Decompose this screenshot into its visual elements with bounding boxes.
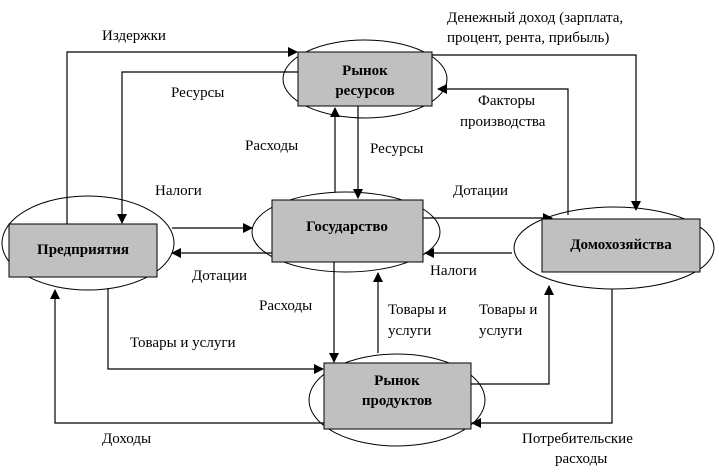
goods-to-gov-label-2: услуги (388, 323, 431, 339)
resource-market-label-2: ресурсов (335, 83, 394, 99)
resources-to-firms-arrow (117, 71, 298, 224)
goods-from-firms-label: Товары и услуги (130, 335, 236, 351)
money-income-label-2: процент, рента, прибыль) (447, 30, 609, 46)
product-market-label-2: продуктов (362, 393, 432, 409)
goods-from-firms-arrow (107, 288, 324, 374)
costs-arrow (66, 47, 298, 228)
subsidies-households-label: Дотации (453, 183, 508, 199)
goods-to-households-label-1: Товары и (479, 302, 537, 318)
gov-spending-products-label: Расходы (259, 298, 312, 314)
goods-to-households-arrow (471, 285, 554, 385)
households-label: Домохозяйства (570, 237, 672, 253)
revenue-label: Доходы (102, 431, 151, 447)
taxes-firms-label: Налоги (155, 183, 202, 199)
money-income-arrow (432, 54, 641, 211)
factors-arrow (437, 84, 569, 215)
subsidies-firms-label: Дотации (192, 268, 247, 284)
factors-label-1: Факторы (478, 93, 535, 109)
costs-label: Издержки (102, 28, 166, 44)
node-product-market: Рынок продуктов (323, 362, 472, 430)
resources-to-gov-label: Ресурсы (370, 141, 423, 157)
product-market-label-1: Рынок (374, 373, 420, 389)
consumer-spending-arrow (471, 289, 613, 428)
goods-to-households-label-2: услуги (479, 323, 522, 339)
node-enterprises: Предприятия (8, 223, 158, 278)
resources-to-firms-label: Ресурсы (171, 85, 224, 101)
node-households: Домохозяйства (541, 218, 701, 273)
flow-arrows (50, 47, 641, 428)
resource-market-label-1: Рынок (342, 63, 388, 79)
node-government: Государство (271, 199, 424, 263)
enterprises-label: Предприятия (37, 242, 129, 258)
revenue-arrow (50, 289, 324, 424)
government-label: Государство (306, 219, 388, 235)
taxes-households-label: Налоги (430, 263, 477, 279)
gov-spending-resources-label: Расходы (245, 138, 298, 154)
consumer-spending-label-2: расходы (555, 451, 607, 467)
goods-to-gov-label-1: Товары и (388, 302, 446, 318)
consumer-spending-label-1: Потребительские (522, 431, 633, 447)
node-resource-market: Рынок ресурсов (297, 51, 433, 107)
money-income-label-1: Денежный доход (зарплата, (447, 10, 623, 26)
factors-label-2: производства (460, 114, 546, 130)
